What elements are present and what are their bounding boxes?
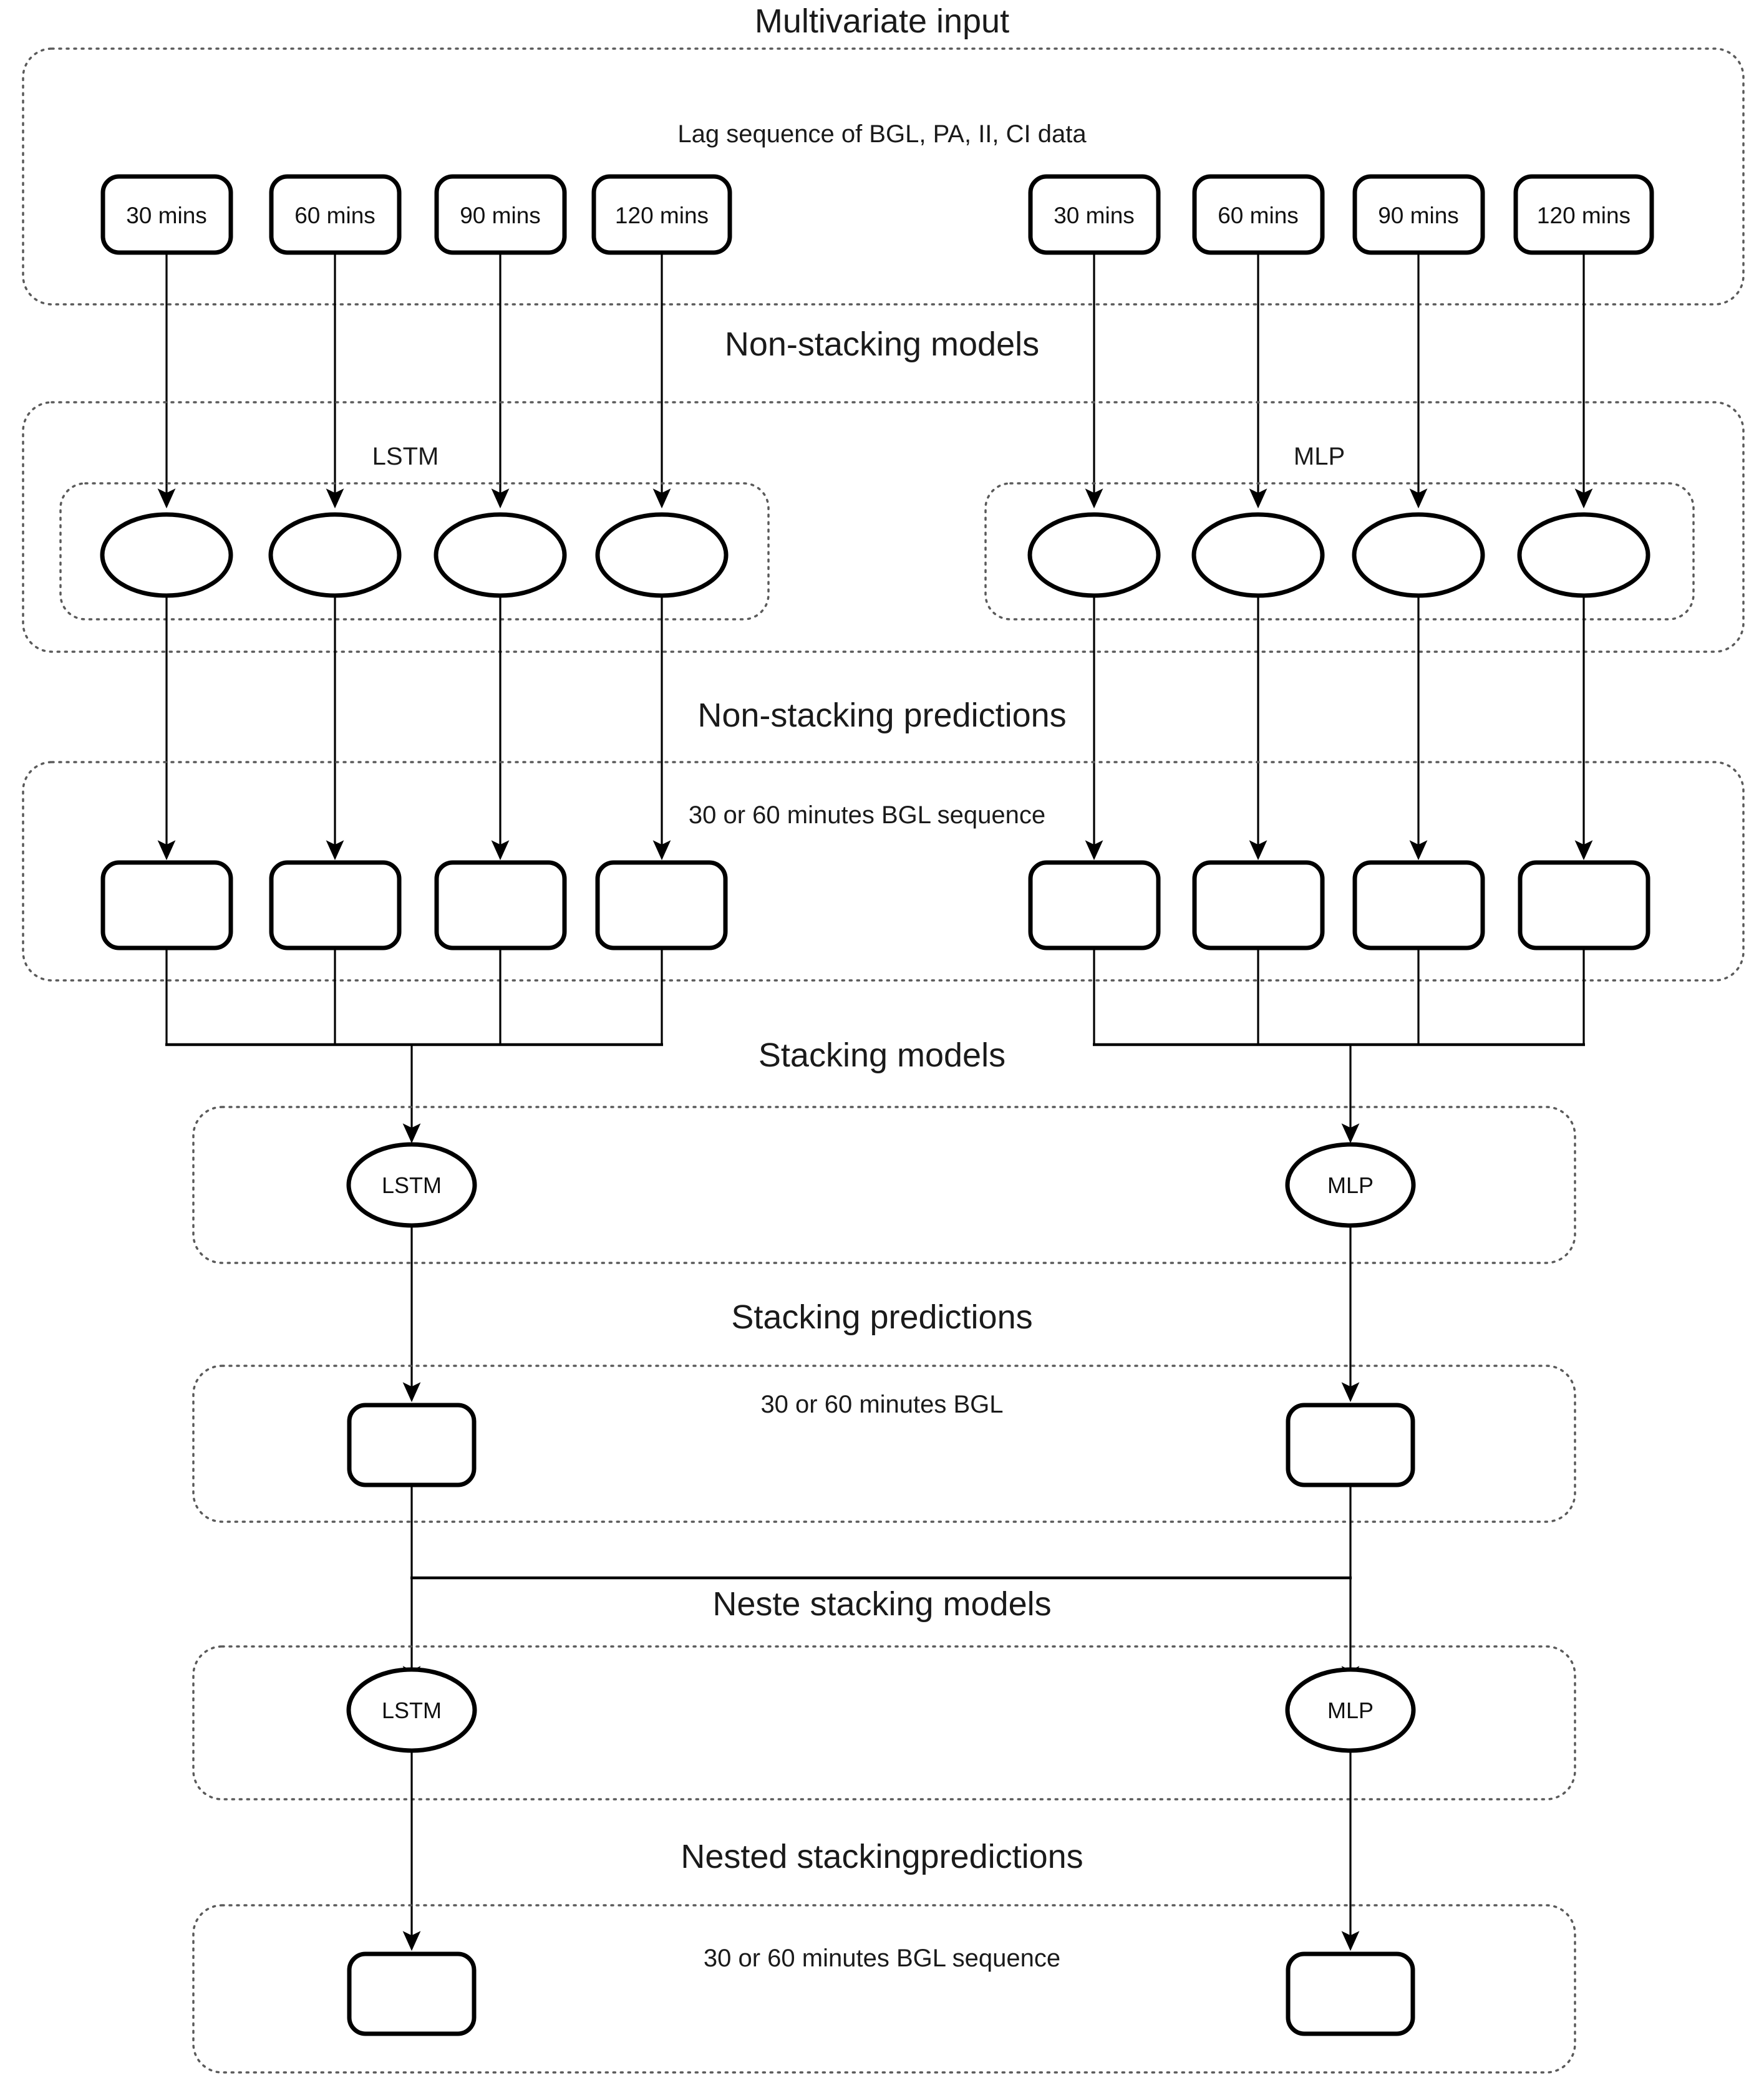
section-title-stacking-predictions: Stacking predictions (731, 1298, 1032, 1336)
input-box-left-2[interactable]: 90 mins (434, 174, 567, 255)
input-box-right-1[interactable]: 60 mins (1192, 174, 1325, 255)
section-title-multivariate-input: Multivariate input (755, 2, 1009, 40)
input-box-label: 90 mins (460, 203, 541, 228)
input-box-label: 90 mins (1378, 203, 1459, 228)
stacking-model-lstm[interactable]: LSTM (346, 1142, 477, 1228)
stacking-prediction-box-right[interactable] (1286, 1403, 1415, 1487)
group-nested-stacking-predictions (192, 1904, 1576, 2074)
nested-stacking-model-lstm[interactable]: LSTM (346, 1667, 477, 1753)
group-non-stacking-models (22, 401, 1745, 653)
nested-prediction-box-right[interactable] (1286, 1951, 1415, 2036)
model-node-lstm-1[interactable] (268, 512, 402, 598)
prediction-box-left-1[interactable] (269, 860, 402, 950)
model-node-mlp-2[interactable] (1352, 512, 1485, 598)
input-box-label: 120 mins (615, 203, 709, 228)
group-mlp-models (984, 482, 1695, 621)
input-box-left-0[interactable]: 30 mins (100, 174, 233, 255)
input-box-left-3[interactable]: 120 mins (591, 174, 732, 255)
stacking-model-lstm-label: LSTM (382, 1172, 442, 1198)
model-node-lstm-0[interactable] (100, 512, 233, 598)
section-title-stacking-models: Stacking models (758, 1037, 1006, 1074)
caption-bgl-sequence-non-stacking: 30 or 60 minutes BGL sequence (689, 801, 1045, 829)
model-node-mlp-3[interactable] (1517, 512, 1650, 598)
group-non-stacking-predictions (22, 761, 1745, 982)
nested-prediction-box-left[interactable] (347, 1951, 477, 2036)
nested-stacking-model-mlp[interactable]: MLP (1285, 1667, 1416, 1753)
stacking-prediction-box-left[interactable] (347, 1403, 477, 1487)
input-box-label: 30 mins (126, 203, 207, 228)
prediction-box-right-2[interactable] (1352, 860, 1485, 950)
section-title-non-stacking-models: Non-stacking models (725, 326, 1039, 363)
prediction-box-right-1[interactable] (1192, 860, 1325, 950)
caption-bgl-sequence-nested: 30 or 60 minutes BGL sequence (704, 1945, 1060, 1972)
prediction-box-right-0[interactable] (1028, 860, 1161, 950)
input-box-right-3[interactable]: 120 mins (1513, 174, 1654, 255)
model-label-mlp-non-stacking: MLP (1294, 443, 1345, 470)
model-node-mlp-0[interactable] (1027, 512, 1161, 598)
group-multivariate-input (22, 47, 1745, 306)
nested-stacking-mlp-label: MLP (1327, 1698, 1374, 1723)
section-title-nested-stacking-models: Neste stacking models (712, 1585, 1051, 1623)
prediction-box-left-3[interactable] (595, 860, 728, 950)
model-node-lstm-3[interactable] (595, 512, 729, 598)
stacking-model-mlp-label: MLP (1327, 1172, 1374, 1198)
input-box-left-1[interactable]: 60 mins (269, 174, 402, 255)
section-title-non-stacking-predictions: Non-stacking predictions (697, 697, 1066, 734)
model-label-lstm-non-stacking: LSTM (372, 443, 439, 470)
input-box-label: 60 mins (294, 203, 376, 228)
prediction-box-left-0[interactable] (100, 860, 233, 950)
model-node-mlp-1[interactable] (1191, 512, 1325, 598)
group-nested-stacking-models (192, 1645, 1576, 1801)
input-box-label: 120 mins (1537, 203, 1631, 228)
model-node-lstm-2[interactable] (434, 512, 567, 598)
caption-lag-sequence: Lag sequence of BGL, PA, II, CI data (677, 120, 1087, 148)
input-box-right-0[interactable]: 30 mins (1028, 174, 1161, 255)
caption-bgl-stacking: 30 or 60 minutes BGL (760, 1391, 1003, 1418)
input-box-label: 30 mins (1054, 203, 1135, 228)
prediction-box-right-3[interactable] (1518, 860, 1650, 950)
stacking-model-mlp[interactable]: MLP (1285, 1142, 1416, 1228)
group-lstm-models (59, 482, 770, 621)
section-title-nested-stacking-predictions: Nested stackingpredictions (681, 1838, 1083, 1875)
input-box-right-2[interactable]: 90 mins (1352, 174, 1485, 255)
nested-stacking-lstm-label: LSTM (382, 1698, 442, 1723)
prediction-box-left-2[interactable] (434, 860, 567, 950)
input-box-label: 60 mins (1218, 203, 1299, 228)
